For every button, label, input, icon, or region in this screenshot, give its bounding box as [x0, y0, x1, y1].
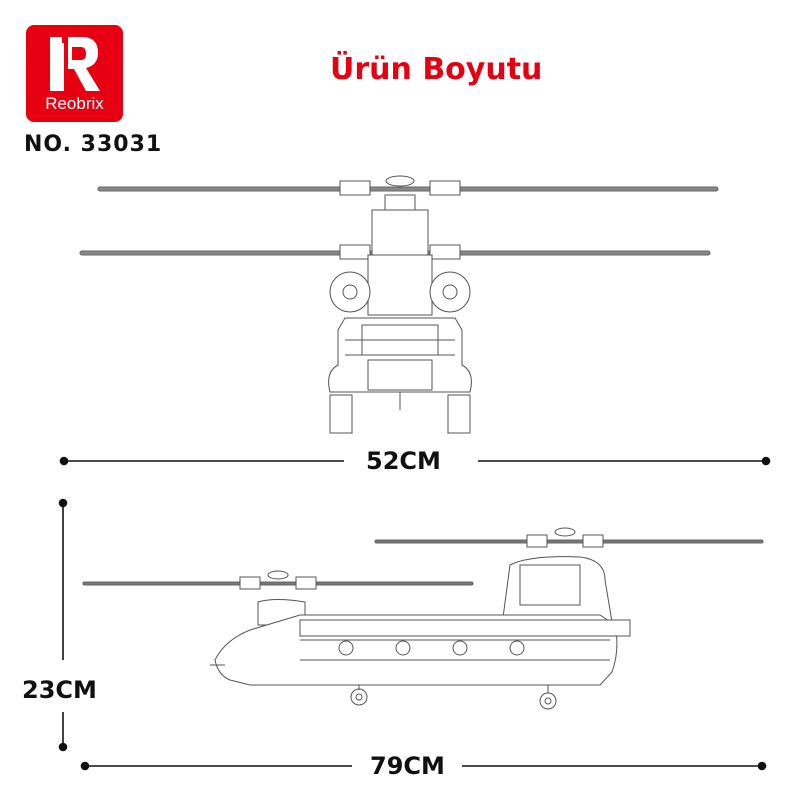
length-dimension-label: 79CM [362, 752, 453, 780]
brand-name: Reobrix [45, 94, 104, 113]
length-dimension-line [80, 761, 767, 771]
width-dimension-line [59, 456, 771, 466]
front-view-helicopter [79, 175, 719, 434]
reobrix-r-icon [50, 37, 100, 91]
page-title: Ürün Boyutu [330, 52, 543, 87]
width-dimension-label: 52CM [358, 447, 449, 475]
model-number: NO. 33031 [24, 132, 163, 157]
height-dimension-line [58, 498, 68, 752]
brand-logo: Reobrix [26, 25, 123, 122]
side-view-helicopter [82, 527, 764, 710]
height-dimension-label: 23CM [22, 676, 97, 704]
